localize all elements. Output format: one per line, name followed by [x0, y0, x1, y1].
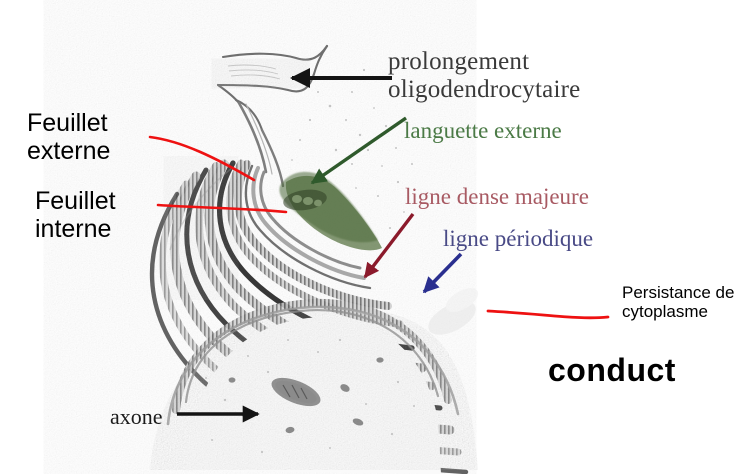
- arrow-ligne-periodique: [422, 252, 463, 294]
- label-prolongement-oligodendrocytaire: prolongement oligodendrocytaire: [388, 48, 581, 103]
- label-conduct: conduct: [548, 352, 676, 388]
- outer-lamella-stalk: [237, 101, 285, 188]
- oligodendrocyte-process: [216, 44, 329, 132]
- arrow-ligne-dense-majeure: [363, 212, 415, 279]
- outer-tongue-green: [279, 171, 382, 251]
- axon-stipple: [205, 338, 415, 454]
- mitochondrion: [271, 377, 321, 407]
- process-inner-texture: [220, 61, 302, 86]
- label-axone: axone: [110, 404, 163, 429]
- pointer-feuillet-externe: [148, 135, 256, 182]
- pointer-persistance-cytoplasme: [486, 309, 610, 320]
- arrow-languette-externe: [310, 116, 407, 185]
- label-ligne-dense-majeure: ligne dense majeure: [405, 184, 589, 209]
- label-languette-externe: languette externe: [404, 118, 562, 143]
- upper-left-cytoplasm-wedge: [169, 167, 233, 288]
- label-ligne-periodique: ligne périodique: [443, 226, 594, 251]
- pointer-feuillet-interne: [156, 203, 288, 214]
- tongue-organelles: [283, 189, 327, 211]
- label-feuillet-externe: Feuillet externe: [27, 109, 111, 165]
- label-feuillet-interne: Feuillet interne: [35, 187, 116, 243]
- cytoplasm-pocket: [428, 288, 479, 335]
- label-persistance-de-cytoplasme: Persistance de cytoplasme: [622, 283, 735, 322]
